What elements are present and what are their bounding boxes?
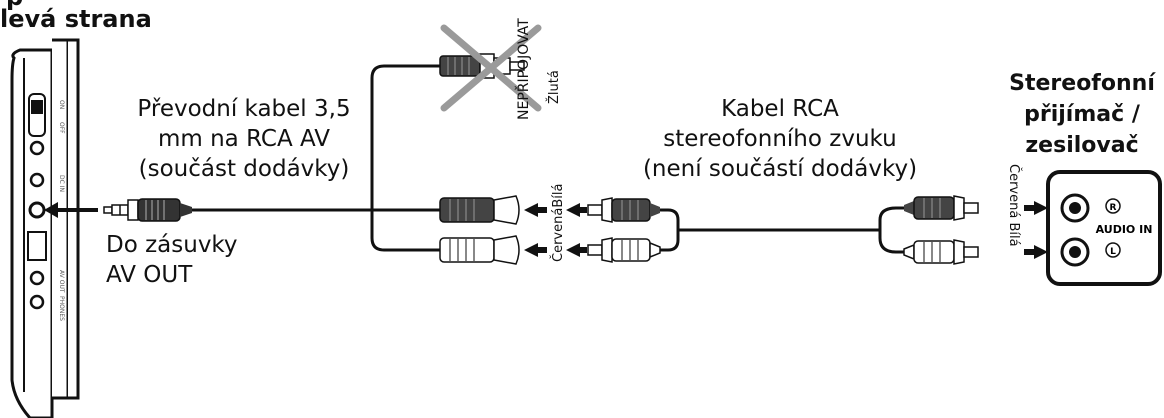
av-out-label: Do zásuvky AV OUT	[106, 230, 238, 290]
svg-text:AV OUT: AV OUT	[58, 270, 65, 293]
adapter-cable-label: Převodní kabel 3,5 mm na RCA AV (součást…	[124, 94, 364, 184]
device-title: levá strana	[0, 5, 152, 33]
rca-cable-line1: Kabel RCA	[721, 96, 839, 122]
svg-text:OFF: OFF	[58, 122, 65, 134]
av-out-line2: AV OUT	[106, 262, 193, 288]
red-male-rca-plug-icon	[904, 195, 979, 221]
plug-colors-right-label: Červená Bílá	[1006, 164, 1022, 247]
white-female-rca-plug-icon	[439, 235, 520, 265]
rca-cable-line3: (není součástí dodávky)	[642, 156, 918, 182]
device-side-panel: ON OFF DC IN AV OUT PHONES	[10, 38, 80, 418]
jack-icon	[29, 140, 45, 156]
receiver-label: Stereofonní přijímač / zesilovač	[1000, 68, 1164, 161]
jack-r-label: R	[1110, 203, 1117, 213]
device-title-top: p	[6, 0, 23, 13]
arrow-left-icon	[524, 203, 547, 257]
arrow-left-icon	[44, 202, 98, 218]
rca-cable-label: Kabel RCA stereofonního zvuku (není souč…	[632, 94, 928, 184]
cross-out-icon	[440, 24, 542, 112]
jack-icon	[29, 172, 45, 188]
jack-icon	[29, 270, 45, 286]
adapter-cable-line2: mm na RCA AV	[157, 126, 331, 152]
receiver-line2: přijímač /	[1024, 102, 1140, 127]
port-icon	[27, 231, 47, 261]
av-out-jack-icon	[28, 201, 46, 219]
do-not-connect-label: NEPŘIPOJOVAT	[515, 18, 532, 120]
adapter-cable-line3: (součást dodávky)	[138, 156, 350, 182]
yellow-plug-label: Žlutá	[546, 70, 562, 104]
mini-jack-plug-icon	[103, 198, 192, 222]
jack-icon	[29, 294, 45, 310]
white-male-rca-plug-icon	[903, 239, 979, 265]
red-male-rca-plug-icon	[587, 197, 660, 223]
jack-l-label: L	[1110, 247, 1116, 257]
adapter-cable-line1: Převodní kabel 3,5	[137, 96, 351, 122]
receiver-line1: Stereofonní	[1009, 71, 1155, 96]
svg-text:PHONES: PHONES	[58, 296, 65, 321]
receiver-line3: zesilovač	[1025, 133, 1139, 158]
adapter-cable	[192, 64, 440, 252]
audio-in-label: AUDIO IN	[1096, 223, 1153, 236]
plug-colors-left-label: ČervenáBílá	[550, 184, 566, 262]
rca-cable-line2: stereofonního zvuku	[663, 126, 897, 152]
rca-cable	[660, 206, 904, 254]
svg-text:DC IN: DC IN	[58, 175, 65, 192]
svg-text:ON: ON	[58, 100, 65, 109]
white-male-rca-plug-icon	[587, 237, 661, 263]
av-out-line1: Do zásuvky	[106, 232, 238, 258]
red-female-rca-plug-icon	[439, 195, 520, 225]
receiver-audio-panel: R L AUDIO IN	[1046, 170, 1162, 286]
arrow-right-icon	[1024, 201, 1048, 259]
arrow-left-icon	[566, 203, 587, 257]
